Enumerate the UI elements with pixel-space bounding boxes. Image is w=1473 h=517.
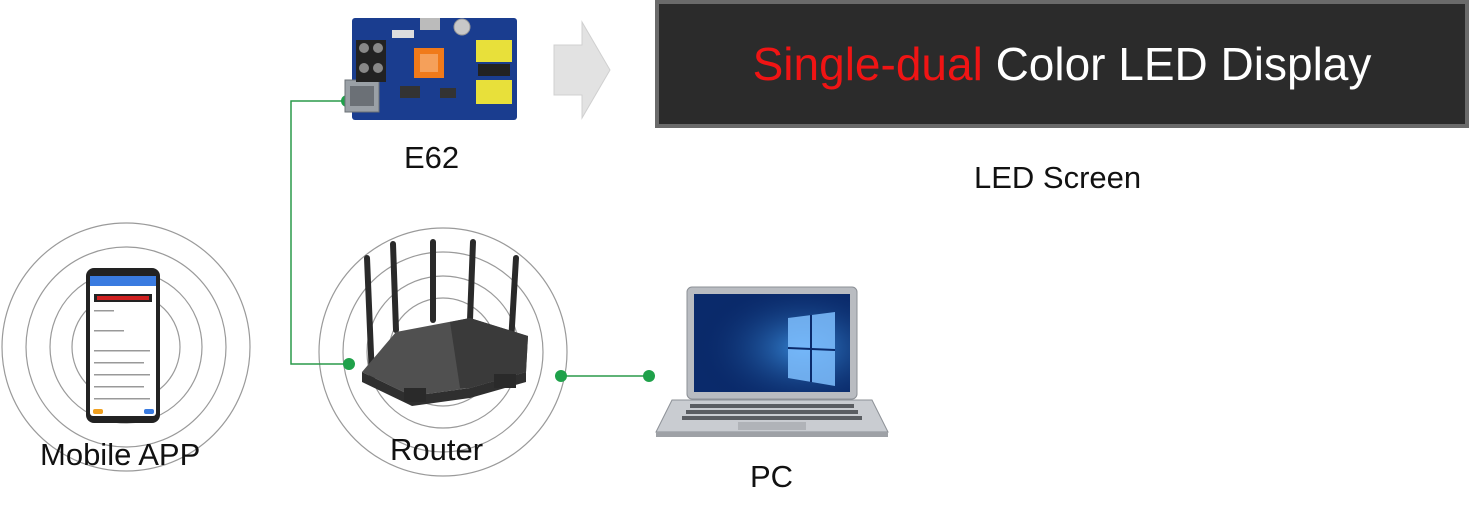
led-screen-display: Single-dual Color LED Display [655,0,1469,128]
led-display-text: Single-dual Color LED Display [753,37,1372,91]
e62-label: E62 [404,140,460,175]
connection-router-pc [555,370,655,382]
led-screen-label: LED Screen [974,160,1142,195]
led-text-red: Single-dual [752,38,983,90]
wifi-router-icon [362,239,528,406]
smartphone-icon [86,268,160,423]
controller-board-icon [344,18,517,120]
pc-label: PC [750,459,794,494]
arrow-right-icon [553,20,611,120]
led-text-white: Color LED Display [982,38,1372,90]
mobile-app-label: Mobile APP [40,437,201,472]
laptop-icon [655,286,889,437]
router-label: Router [390,432,484,467]
